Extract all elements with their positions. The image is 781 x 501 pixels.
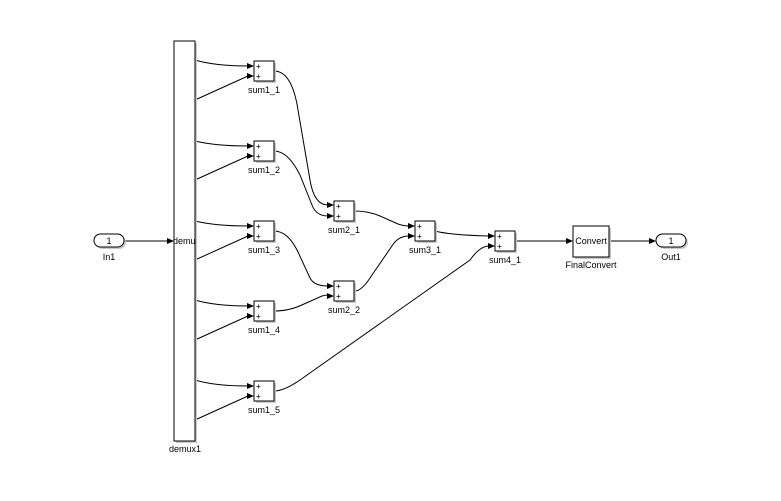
arrow-sum1_2-b xyxy=(247,153,254,159)
arrow-sum1_4-b xyxy=(247,313,254,319)
outport-out1-label: Out1 xyxy=(661,252,681,262)
arrow-sum4_1-b xyxy=(488,243,495,249)
sum1_4-sign-1: + xyxy=(256,302,261,311)
wire-sum2_2-sum3_1 xyxy=(354,235,410,292)
wire-sum1_4-sum2_2 xyxy=(273,294,329,312)
sum2_1-label: sum2_1 xyxy=(328,225,360,235)
sum2_1-sign-2: + xyxy=(336,212,341,221)
demux-block[interactable]: demu demux1 xyxy=(169,40,201,454)
sum-block-sum1_2[interactable]: + + sum1_2 xyxy=(248,140,280,175)
wire-demux-sum1_3-a xyxy=(194,220,249,227)
arrow-sum1_5-a xyxy=(247,383,254,389)
sum-block-sum4_1[interactable]: + + sum4_1 xyxy=(489,230,521,265)
sum1_1-sign-2: + xyxy=(256,72,261,81)
sum3_1-sign-2: + xyxy=(417,232,422,241)
arrow-sum1_3-a xyxy=(247,223,254,229)
wire-demux-sum1_4-b xyxy=(194,315,249,341)
sum1_1-sign-1: + xyxy=(256,62,261,71)
convert-inner-text: Convert xyxy=(575,236,607,246)
arrow-sum1_3-b xyxy=(247,233,254,239)
sum4_1-sign-2: + xyxy=(497,242,502,251)
sum1_4-label: sum1_4 xyxy=(248,325,280,335)
sum2_2-sign-1: + xyxy=(336,282,341,291)
sum1_2-sign-1: + xyxy=(256,142,261,151)
sum-block-sum3_1[interactable]: + + sum3_1 xyxy=(409,220,441,255)
sum1_3-sign-1: + xyxy=(256,222,261,231)
inport-in1-label: In1 xyxy=(103,252,116,262)
arrow-sum2_1-b xyxy=(327,213,334,219)
wire-demux-sum1_5-b xyxy=(194,395,249,421)
wire-sum2_1-sum3_1 xyxy=(354,210,410,227)
wire-demux-sum1_1-b xyxy=(194,75,249,101)
arrowheads xyxy=(167,63,656,399)
sum-block-sum1_4[interactable]: + + sum1_4 xyxy=(248,300,280,335)
arrow-sum2_2-b xyxy=(327,293,334,299)
arrow-sum2_1-a xyxy=(327,202,334,208)
wire-sum3_1-sum4_1 xyxy=(434,230,490,237)
sum3_1-label: sum3_1 xyxy=(409,245,441,255)
signal-lines xyxy=(124,59,650,421)
arrow-sum2_2-a xyxy=(327,283,334,289)
wire-sum1_2-sum2_1 xyxy=(273,150,329,217)
wire-demux-sum1_3-b xyxy=(194,235,249,261)
wire-sum1_1-sum2_1 xyxy=(273,70,329,206)
arrow-sum1_5-b xyxy=(247,393,254,399)
sum1_5-sign-1: + xyxy=(256,382,261,391)
sum1_3-sign-2: + xyxy=(256,232,261,241)
inport-in1[interactable]: 1 In1 xyxy=(93,233,126,262)
outport-out1-number: 1 xyxy=(668,236,673,246)
convert-label: FinalConvert xyxy=(565,260,617,270)
sum3_1-sign-1: + xyxy=(417,222,422,231)
sum2_2-sign-2: + xyxy=(336,292,341,301)
wire-sum1_3-sum2_2 xyxy=(273,230,329,287)
wire-sum1_5-sum4_1 xyxy=(273,245,490,392)
sum-block-sum2_1[interactable]: + + sum2_1 xyxy=(328,200,360,235)
arrow-sum1_1-a xyxy=(247,63,254,69)
wire-demux-sum1_4-a xyxy=(194,299,249,307)
arrow-sum3_1-a xyxy=(408,223,415,229)
arrow-sum3_1-b xyxy=(408,233,415,239)
wire-demux-sum1_5-a xyxy=(194,379,249,387)
arrow-demux-in xyxy=(167,238,174,244)
wire-demux-sum1_2-b xyxy=(194,155,249,181)
sum1_5-label: sum1_5 xyxy=(248,405,280,415)
sum2_1-sign-1: + xyxy=(336,202,341,211)
sum1_2-label: sum1_2 xyxy=(248,165,280,175)
arrow-sum1_4-a xyxy=(247,303,254,309)
inport-in1-number: 1 xyxy=(106,236,111,246)
sum1_5-sign-2: + xyxy=(256,392,261,401)
sum-block-sum1_3[interactable]: + + sum1_3 xyxy=(248,220,280,255)
outport-out1[interactable]: 1 Out1 xyxy=(655,233,688,262)
sum1_2-sign-2: + xyxy=(256,152,261,161)
wire-demux-sum1_1-a xyxy=(194,59,249,67)
arrow-sum1_2-a xyxy=(247,143,254,149)
sum4_1-sign-1: + xyxy=(497,232,502,241)
wire-demux-sum1_2-a xyxy=(194,140,249,147)
arrow-convert-in xyxy=(566,238,573,244)
arrow-sum4_1-a xyxy=(488,233,495,239)
sum1_3-label: sum1_3 xyxy=(248,245,280,255)
sum-block-sum2_2[interactable]: + + sum2_2 xyxy=(328,280,360,315)
convert-block[interactable]: Convert FinalConvert xyxy=(565,225,617,270)
demux-inner-text: demu xyxy=(173,236,196,246)
sum-block-sum1_5[interactable]: + + sum1_5 xyxy=(248,380,280,415)
sum2_2-label: sum2_2 xyxy=(328,305,360,315)
arrow-out1-in xyxy=(649,238,656,244)
sum-block-sum1_1[interactable]: + + sum1_1 xyxy=(248,60,280,95)
sum4_1-label: sum4_1 xyxy=(489,255,521,265)
sum1_4-sign-2: + xyxy=(256,312,261,321)
arrow-sum1_1-b xyxy=(247,73,254,79)
sum1_1-label: sum1_1 xyxy=(248,85,280,95)
demux-label: demux1 xyxy=(169,444,201,454)
